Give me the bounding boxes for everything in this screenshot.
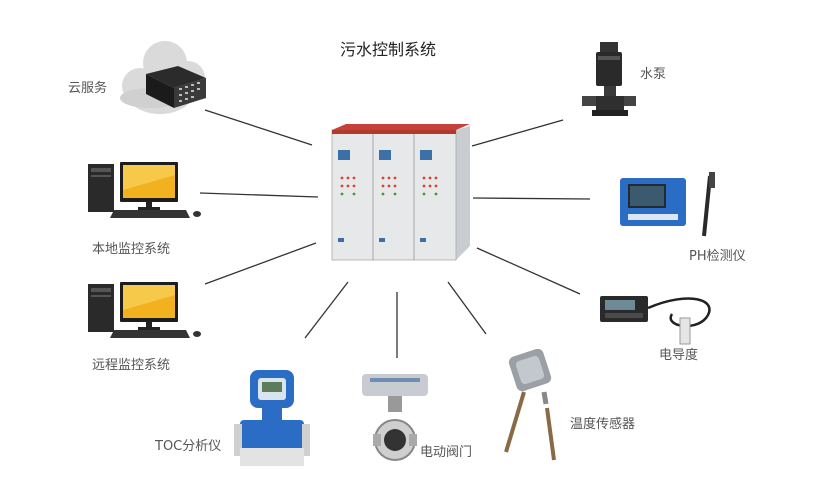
label-cloud-service: 云服务 — [68, 81, 108, 96]
label-temperature-sensor: 温度传感器 — [570, 417, 636, 432]
label-water-pump: 水泵 — [640, 67, 667, 82]
desktop-computer-icon — [88, 282, 201, 338]
link-temperature — [447, 281, 487, 335]
diagram-title: 污水控制系统 — [340, 40, 437, 59]
water-pump-icon — [582, 42, 636, 116]
label-ph-meter: PH检测仪 — [689, 249, 746, 264]
link-remote-monitor — [204, 242, 317, 285]
desktop-computer-icon — [88, 162, 201, 218]
thermocouple-icon — [504, 348, 556, 461]
link-ph — [472, 197, 591, 200]
ph-meter-icon — [620, 172, 715, 237]
butterfly-valve-icon — [362, 374, 428, 461]
label-toc-analyzer: TOC分析仪 — [155, 439, 222, 454]
control-cabinet-icon — [331, 124, 470, 261]
link-pump — [471, 119, 564, 147]
link-toc — [304, 281, 349, 339]
link-conductivity — [476, 247, 581, 295]
label-electric-valve: 电动阀门 — [420, 445, 473, 460]
link-local-monitor — [199, 192, 319, 198]
cloud-server-icon — [120, 41, 206, 114]
label-conductivity: 电导度 — [659, 348, 699, 363]
flowmeter-icon — [234, 370, 310, 466]
label-local-monitor: 本地监控系统 — [92, 242, 171, 257]
conductivity-meter-icon — [600, 296, 711, 345]
link-cloud — [204, 109, 313, 146]
label-remote-monitor: 远程监控系统 — [92, 358, 171, 373]
